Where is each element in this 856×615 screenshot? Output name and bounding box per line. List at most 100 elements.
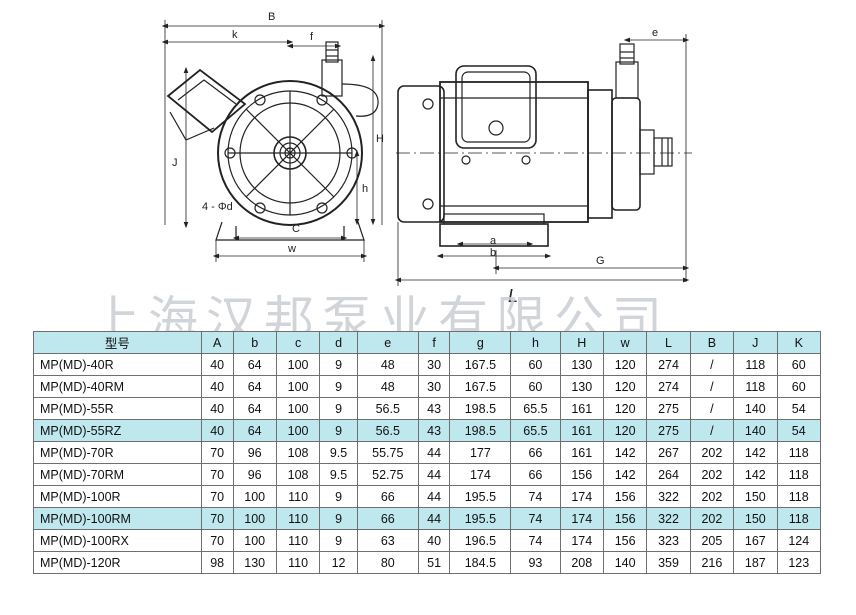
- spec-value-cell: 196.5: [449, 529, 512, 552]
- spec-value-cell: 202: [689, 507, 735, 530]
- spec-value-cell: 267: [646, 441, 691, 464]
- dim-label-c: C: [292, 223, 300, 235]
- spec-model-cell: MP(MD)-70R: [33, 441, 202, 464]
- spec-header-cell: h: [510, 331, 561, 354]
- spec-value-cell: 150: [733, 485, 778, 508]
- spec-value-cell: 44: [417, 507, 451, 530]
- spec-value-cell: /: [689, 375, 735, 398]
- spec-header-cell: f: [417, 331, 451, 354]
- spec-model-cell: MP(MD)-100RX: [33, 529, 202, 552]
- spec-value-cell: 118: [776, 485, 821, 508]
- spec-value-cell: 44: [417, 485, 451, 508]
- spec-value-cell: 174: [559, 485, 604, 508]
- spec-header-cell: 型号: [33, 331, 202, 354]
- spec-header-cell: J: [733, 331, 778, 354]
- spec-value-cell: 65.5: [510, 397, 561, 420]
- spec-value-cell: 44: [417, 463, 451, 486]
- spec-value-cell: 187: [733, 551, 778, 574]
- spec-value-cell: 64: [232, 397, 277, 420]
- spec-value-cell: 65.5: [510, 419, 561, 442]
- spec-value-cell: 167.5: [449, 375, 512, 398]
- spec-value-cell: 100: [275, 353, 321, 376]
- spec-model-cell: MP(MD)-40RM: [33, 375, 202, 398]
- spec-header-cell: e: [356, 331, 419, 354]
- spec-model-cell: MP(MD)-55R: [33, 397, 202, 420]
- spec-model-cell: MP(MD)-55RZ: [33, 419, 202, 442]
- spec-value-cell: 130: [559, 375, 604, 398]
- spec-value-cell: 120: [602, 353, 648, 376]
- spec-model-cell: MP(MD)-120R: [33, 551, 202, 574]
- spec-value-cell: 142: [602, 441, 648, 464]
- spec-value-cell: 274: [646, 375, 691, 398]
- spec-value-cell: 142: [733, 441, 778, 464]
- spec-value-cell: 93: [510, 551, 561, 574]
- spec-value-cell: 156: [602, 507, 648, 530]
- spec-value-cell: 40: [200, 397, 234, 420]
- spec-value-cell: 108: [275, 441, 321, 464]
- spec-value-cell: 74: [510, 507, 561, 530]
- spec-value-cell: 70: [200, 463, 234, 486]
- spec-value-cell: 44: [417, 441, 451, 464]
- dim-label-h: h: [362, 183, 368, 195]
- dim-label-k: k: [232, 29, 238, 41]
- spec-header-cell: L: [646, 331, 691, 354]
- spec-value-cell: 110: [275, 551, 321, 574]
- spec-value-cell: 108: [275, 463, 321, 486]
- dim-label-a: a: [490, 235, 497, 247]
- spec-value-cell: 100: [232, 529, 277, 552]
- spec-value-cell: 150: [733, 507, 778, 530]
- spec-value-cell: 174: [559, 529, 604, 552]
- spec-value-cell: 110: [275, 529, 321, 552]
- spec-value-cell: 130: [559, 353, 604, 376]
- spec-value-cell: 216: [689, 551, 735, 574]
- spec-value-cell: 184.5: [449, 551, 512, 574]
- spec-header-cell: H: [559, 331, 604, 354]
- spec-value-cell: 322: [646, 507, 691, 530]
- spec-value-cell: 161: [559, 441, 604, 464]
- spec-value-cell: 40: [200, 419, 234, 442]
- spec-value-cell: 100: [275, 419, 321, 442]
- spec-value-cell: 118: [733, 375, 778, 398]
- spec-value-cell: 63: [356, 529, 419, 552]
- spec-value-cell: 208: [559, 551, 604, 574]
- spec-value-cell: 43: [417, 419, 451, 442]
- spec-value-cell: 96: [232, 463, 277, 486]
- spec-header-cell: B: [689, 331, 735, 354]
- spec-value-cell: 64: [232, 419, 277, 442]
- spec-value-cell: 70: [200, 441, 234, 464]
- spec-value-cell: /: [689, 419, 735, 442]
- spec-value-cell: 60: [510, 353, 561, 376]
- spec-value-cell: 40: [417, 529, 451, 552]
- spec-value-cell: 142: [733, 463, 778, 486]
- dim-label-L: L: [508, 286, 518, 306]
- spec-value-cell: 9: [319, 397, 358, 420]
- spec-value-cell: 100: [275, 375, 321, 398]
- spec-value-cell: 124: [776, 529, 821, 552]
- spec-value-cell: 118: [776, 441, 821, 464]
- spec-value-cell: 202: [689, 463, 735, 486]
- dim-label-B: B: [268, 11, 275, 23]
- front-view-dimensions: [161, 20, 386, 262]
- spec-value-cell: 110: [275, 507, 321, 530]
- spec-value-cell: 264: [646, 463, 691, 486]
- spec-value-cell: 60: [776, 375, 821, 398]
- spec-value-cell: 56.5: [356, 419, 419, 442]
- spec-value-cell: 55.75: [356, 441, 419, 464]
- spec-value-cell: 359: [646, 551, 691, 574]
- spec-value-cell: 161: [559, 419, 604, 442]
- spec-value-cell: 9.5: [319, 441, 358, 464]
- spec-value-cell: 100: [232, 485, 277, 508]
- spec-value-cell: 9: [319, 529, 358, 552]
- spec-header-cell: g: [449, 331, 512, 354]
- spec-value-cell: 60: [776, 353, 821, 376]
- pump-front-view: [166, 41, 379, 241]
- spec-value-cell: 110: [275, 485, 321, 508]
- spec-value-cell: /: [689, 397, 735, 420]
- spec-value-cell: 198.5: [449, 419, 512, 442]
- dim-label-J: J: [172, 157, 178, 169]
- spec-value-cell: 100: [232, 507, 277, 530]
